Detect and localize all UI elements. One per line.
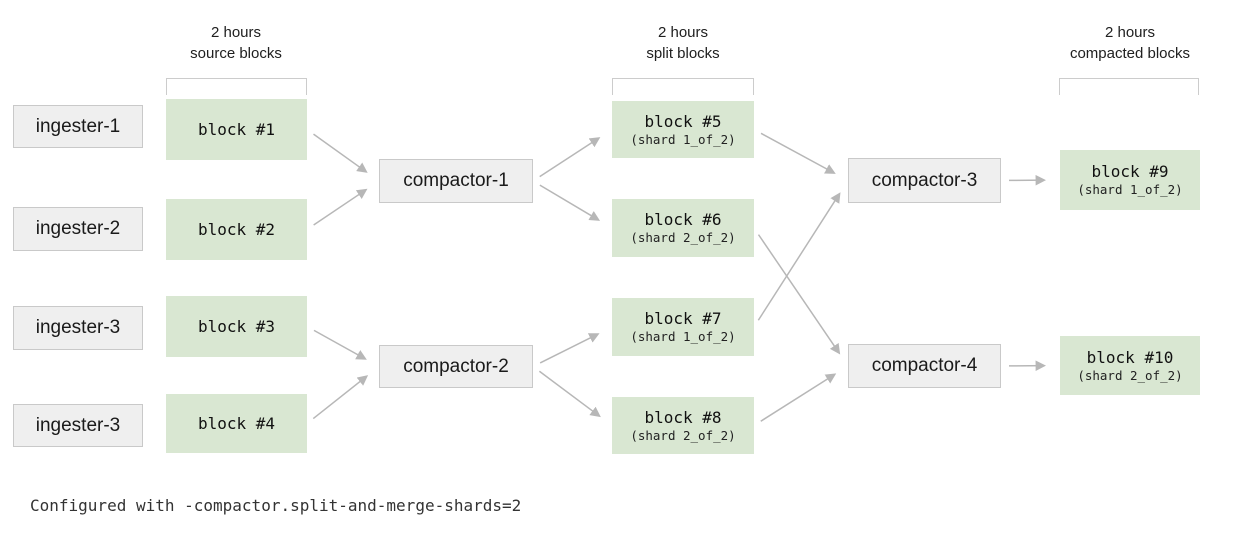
block-6-shard-label: (shard 2_of_2) [630, 230, 736, 246]
edge-compactor-1-to-block-5 [539, 137, 601, 178]
block-4: block #4 [166, 394, 307, 453]
ingester-3-label: ingester-3 [35, 317, 121, 338]
block-9: block #9 (shard 1_of_2) [1060, 150, 1200, 210]
block-8-shard-label: (shard 2_of_2) [630, 427, 736, 443]
source-blocks-header-line1: 2 hours [210, 24, 262, 41]
edge-block-1-to-compactor-1 [313, 133, 368, 173]
block-6: block #6 (shard 2_of_2) [612, 199, 754, 257]
ingester-3-label-2: ingester-3 [35, 414, 121, 436]
compactor-2-label: compactor-2 [403, 355, 509, 377]
block-8: block #8 (shard 2_of_2) [612, 397, 754, 454]
compactor-2-box: compactor-2 [379, 345, 533, 388]
compactor-3-label: compactor-3 [871, 169, 978, 191]
block-10-shard-label: (shard 2_of_2) [1077, 367, 1183, 383]
compactor-1-box: compactor-1 [379, 159, 533, 203]
compacted-blocks-bracket [1059, 78, 1199, 95]
source-blocks-bracket [166, 78, 307, 95]
compactor-1-label: compactor-1 [403, 170, 509, 191]
split-blocks-bracket [612, 78, 754, 95]
edge-block-2-to-compactor-1 [313, 188, 368, 226]
source-blocks-header: 2 hours source blocks [136, 22, 336, 64]
ingester-1-box: ingester-1 [13, 105, 143, 148]
compactor-3-box: compactor-3 [848, 158, 1001, 203]
edge-block-8-to-compactor-4 [760, 373, 837, 422]
block-1: block #1 [166, 99, 307, 160]
block-7: block #7 (shard 1_of_2) [612, 298, 754, 356]
split-blocks-header-line1: 2 hours [657, 24, 709, 41]
block-7-shard-label: (shard 1_of_2) [630, 329, 736, 345]
block-7-label: block #7 [644, 309, 722, 329]
block-2: block #2 [166, 199, 307, 260]
block-9-label: block #9 [1091, 162, 1169, 182]
ingester-3-box-2: ingester-3 [13, 404, 143, 447]
block-3: block #3 [166, 296, 307, 357]
edge-block-3-to-compactor-2 [313, 329, 367, 360]
edge-block-7-to-compactor-3 [757, 192, 841, 321]
compacted-blocks-header: 2 hours compacted blocks [1030, 22, 1230, 64]
edge-block-6-to-compactor-4 [757, 234, 841, 355]
block-5-shard-label: (shard 1_of_2) [630, 131, 736, 147]
block-4-label: block #4 [197, 413, 276, 433]
ingester-1-label: ingester-1 [35, 115, 121, 137]
block-6-label: block #6 [644, 210, 722, 230]
ingester-2-box: ingester-2 [13, 207, 143, 251]
block-2-label: block #2 [197, 219, 276, 239]
ingester-3-box: ingester-3 [13, 306, 143, 350]
ingester-2-label: ingester-2 [35, 218, 121, 239]
compactor-4-label: compactor-4 [871, 355, 978, 376]
block-10: block #10 (shard 2_of_2) [1060, 336, 1200, 395]
block-1-label: block #1 [197, 119, 276, 139]
block-5-label: block #5 [644, 111, 722, 131]
compacted-blocks-header-line2: compacted blocks [1069, 45, 1191, 62]
compactor-4-box: compactor-4 [848, 344, 1001, 388]
compacted-blocks-header-line1: 2 hours [1104, 24, 1156, 41]
block-5: block #5 (shard 1_of_2) [612, 101, 754, 158]
split-blocks-header: 2 hours split blocks [583, 22, 783, 64]
block-8-label: block #8 [644, 407, 722, 427]
source-blocks-header-line2: source blocks [190, 45, 282, 62]
edge-block-4-to-compactor-2 [312, 375, 369, 420]
block-9-shard-label: (shard 1_of_2) [1077, 182, 1183, 198]
edge-compactor-2-to-block-7 [539, 333, 600, 364]
edge-block-5-to-compactor-3 [760, 132, 836, 174]
edge-compactor-1-to-block-6 [539, 184, 601, 221]
split-blocks-header-line2: split blocks [646, 45, 720, 62]
edge-compactor-2-to-block-8 [538, 370, 601, 418]
block-3-label: block #3 [197, 316, 276, 336]
block-10-label: block #10 [1086, 347, 1174, 367]
config-caption: Configured with -compactor.split-and-mer… [30, 496, 522, 515]
